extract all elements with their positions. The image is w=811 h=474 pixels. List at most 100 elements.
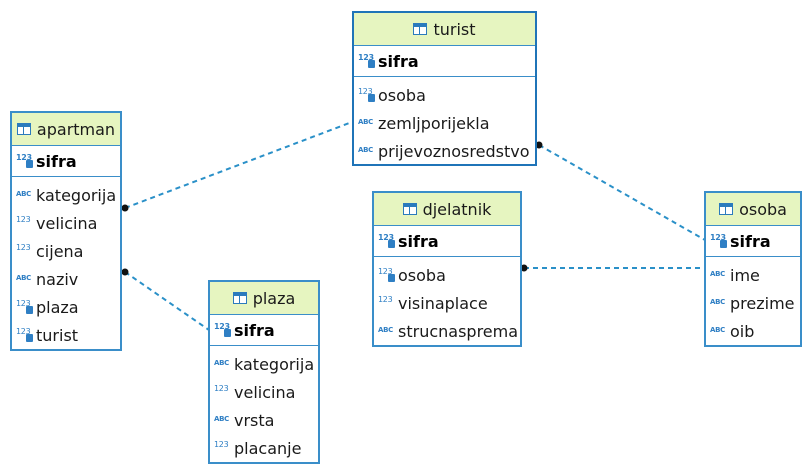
number-type-icon: 123 <box>358 88 376 102</box>
column-row[interactable]: ABC vrsta <box>210 406 318 434</box>
key-icon <box>368 94 375 102</box>
table-icon <box>402 203 417 215</box>
entity-header[interactable]: apartman <box>12 113 120 146</box>
number-type-icon: 123 <box>378 268 396 282</box>
column-row[interactable]: 123 velicina <box>12 209 120 237</box>
column-name: oib <box>730 321 755 341</box>
table-icon <box>232 292 247 304</box>
column-name: strucnasprema <box>398 321 519 341</box>
entity-header[interactable]: osoba <box>706 193 800 226</box>
entity-title: apartman <box>36 119 116 139</box>
column-name: turist <box>36 325 79 345</box>
column-name: velicina <box>36 213 98 233</box>
key-icon <box>388 240 395 248</box>
column-name: ime <box>730 265 760 285</box>
text-type-icon: ABC <box>214 415 229 423</box>
column-name: naziv <box>36 269 79 289</box>
column-name: osoba <box>378 85 426 105</box>
link-end-dot <box>520 264 528 272</box>
link-apartman-plaza <box>124 271 210 331</box>
primary-key-name: sifra <box>36 151 77 171</box>
column-row[interactable]: ABC oib <box>706 317 800 345</box>
column-name: osoba <box>398 265 446 285</box>
key-icon <box>388 274 395 282</box>
text-type-icon: ABC <box>378 326 393 334</box>
column-name: zemljporijekla <box>378 113 490 133</box>
link-end-dot <box>121 204 129 212</box>
column-name: prijevoznosredstvo <box>378 141 530 161</box>
table-icon <box>413 23 428 35</box>
link-end-dot <box>535 141 543 149</box>
number-type-icon: 123 <box>16 243 31 252</box>
number-type-icon: 123 <box>214 323 232 337</box>
entity-header[interactable]: turist <box>354 13 535 46</box>
column-name: vrsta <box>234 410 275 430</box>
column-name: plaza <box>36 297 79 317</box>
number-type-icon: 123 <box>16 300 34 314</box>
column-name: kategorija <box>36 185 117 205</box>
text-type-icon: ABC <box>710 326 725 334</box>
link-apartman-turist <box>124 121 353 209</box>
key-icon <box>26 160 33 168</box>
text-type-icon: ABC <box>710 270 725 278</box>
key-icon <box>368 60 375 68</box>
entity-header[interactable]: djelatnik <box>374 193 520 226</box>
column-row[interactable]: 123 velicina <box>210 378 318 406</box>
number-type-icon: 123 <box>710 234 728 248</box>
key-icon <box>224 329 231 337</box>
column-name: placanje <box>234 438 302 458</box>
column-row[interactable]: 123 cijena <box>12 237 120 265</box>
primary-key-name: sifra <box>398 231 439 251</box>
column-name: velicina <box>234 382 296 402</box>
column-row[interactable]: ABC ime <box>706 261 800 289</box>
link-end-dot <box>121 268 129 276</box>
key-icon <box>26 306 33 314</box>
column-name: visinaplace <box>398 293 488 313</box>
number-type-icon: 123 <box>16 215 31 224</box>
primary-key-name: sifra <box>730 231 771 251</box>
entity-header[interactable]: plaza <box>210 282 318 315</box>
column-name: kategorija <box>234 354 315 374</box>
primary-key-name: sifra <box>234 320 275 340</box>
number-type-icon: 123 <box>214 384 229 393</box>
number-type-icon: 123 <box>378 234 396 248</box>
number-type-icon: 123 <box>358 54 376 68</box>
column-row[interactable]: ABC prijevoznosredstvo <box>354 137 535 165</box>
column-row[interactable]: 123 visinaplace <box>374 289 520 317</box>
number-type-icon: 123 <box>378 295 393 304</box>
text-type-icon: ABC <box>16 274 31 282</box>
column-row[interactable]: ABC naziv <box>12 265 120 293</box>
primary-key-name: sifra <box>378 51 419 71</box>
text-type-icon: ABC <box>358 146 373 154</box>
text-type-icon: ABC <box>710 298 725 306</box>
number-type-icon: 123 <box>16 154 34 168</box>
key-icon <box>720 240 727 248</box>
column-row[interactable]: ABC strucnasprema <box>374 317 520 345</box>
number-type-icon: 123 <box>16 328 34 342</box>
column-name: cijena <box>36 241 84 261</box>
entity-title: plaza <box>252 288 296 308</box>
